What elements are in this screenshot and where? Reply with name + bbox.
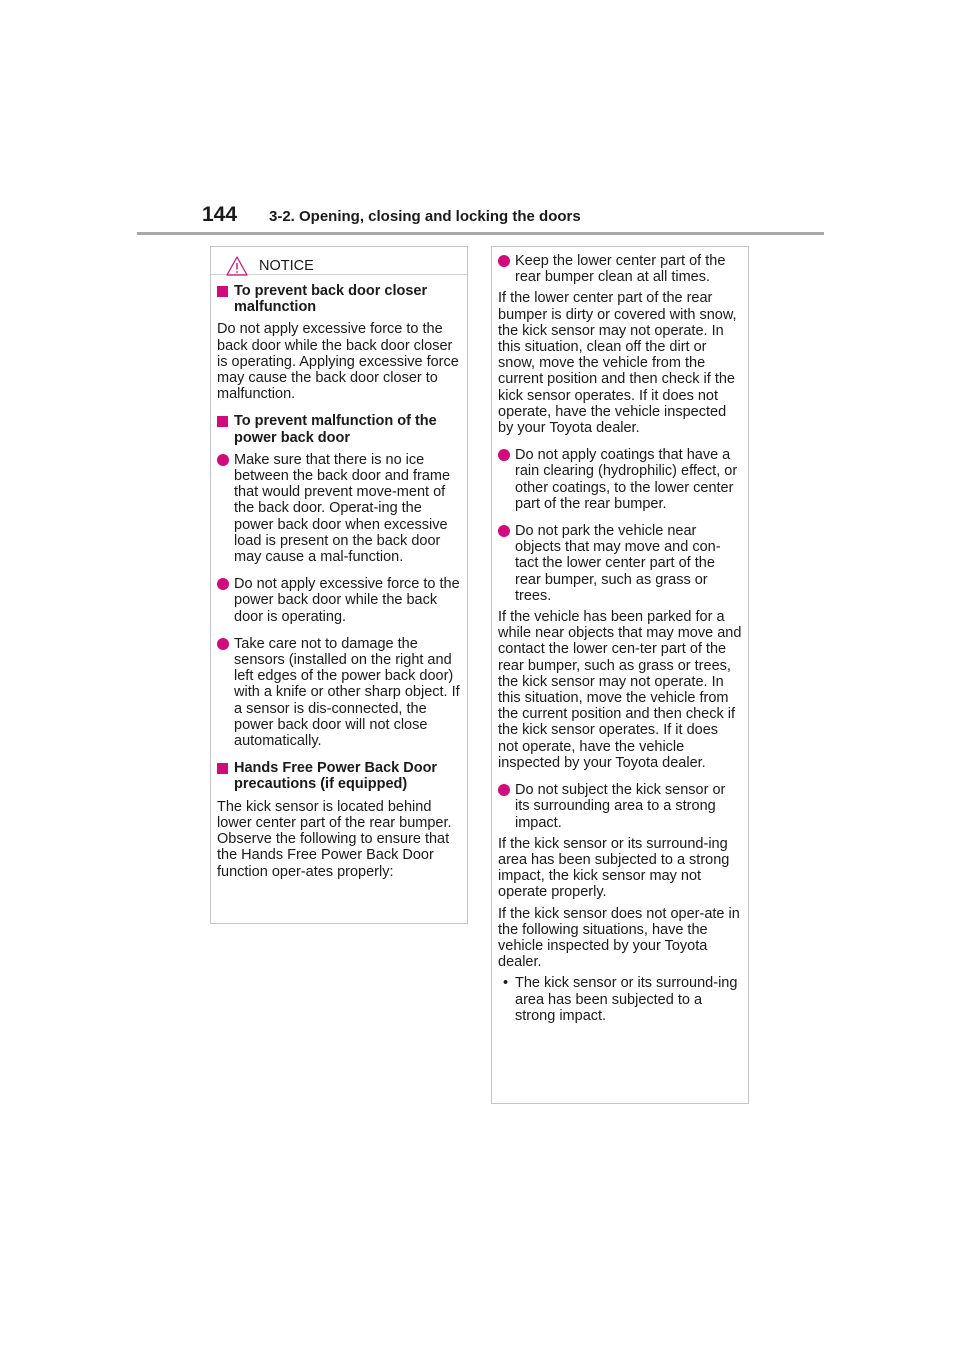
circle-bullet-icon: [498, 449, 510, 462]
bullet-item: Make sure that there is no ice between t…: [217, 452, 461, 565]
bullet-text: Make sure that there is no ice between t…: [234, 451, 451, 566]
subheading-text: To prevent back door closer malfunction: [234, 283, 428, 316]
notice-box-left: NOTICE To prevent back door closer malfu…: [210, 246, 468, 924]
subheading-text: Hands Free Power Back Door precautions (…: [234, 760, 438, 793]
circle-bullet-icon: [498, 255, 510, 267]
paragraph: Do not apply excessive force to the back…: [217, 321, 459, 403]
circle-bullet-icon: [217, 637, 229, 650]
bullet-item: Do not apply coatings that have a rain c…: [498, 447, 742, 512]
circle-bullet-icon: [217, 453, 229, 466]
bullet-text: Do not subject the kick sensor or its su…: [515, 782, 726, 831]
subheading: To prevent back door closer malfunction: [217, 283, 461, 315]
paragraph: If the kick sensor or its surround-ing a…: [498, 835, 730, 901]
bullet-item: Do not park the vehicle near objects tha…: [498, 523, 742, 604]
warning-triangle-icon: [226, 256, 248, 276]
page-number: 144: [202, 203, 238, 226]
bullet-text: Keep the lower center part of the rear b…: [515, 253, 726, 286]
dot-marker: •: [503, 975, 509, 992]
subheading: To prevent malfunction of the power back…: [217, 413, 461, 446]
bullet-text: Do not park the vehicle near objects tha…: [515, 523, 721, 604]
circle-bullet-icon: [498, 784, 510, 797]
notice-label: NOTICE: [259, 258, 314, 274]
paragraph: If the kick sensor does not oper-ate in …: [498, 905, 740, 971]
bullet-item: Do not subject the kick sensor or its su…: [498, 782, 742, 831]
list-item: • The kick sensor or its surround-ing ar…: [498, 975, 742, 1024]
header-rule: [137, 232, 824, 235]
bullet-text: Do not apply excessive force to the powe…: [234, 576, 460, 625]
square-bullet-icon: [217, 286, 228, 297]
bullet-text: Do not apply coatings that have a rain c…: [515, 447, 738, 512]
bullet-item: Keep the lower center part of the rear b…: [498, 253, 742, 285]
circle-bullet-icon: [217, 578, 229, 591]
bullet-text: Take care not to damage the sensors (ins…: [234, 635, 460, 750]
section-title: 3-2. Opening, closing and locking the do…: [269, 208, 581, 225]
list-item-text: The kick sensor or its surround-ing area…: [515, 975, 738, 1024]
subheading: Hands Free Power Back Door precautions (…: [217, 760, 461, 792]
subheading-text: To prevent malfunction of the power back…: [234, 413, 437, 446]
square-bullet-icon: [217, 763, 228, 775]
square-bullet-icon: [217, 416, 228, 428]
paragraph: The kick sensor is located behind lower …: [217, 798, 452, 880]
notice-header: NOTICE: [211, 252, 467, 276]
notice-box-right: Keep the lower center part of the rear b…: [491, 246, 749, 1104]
paragraph: If the vehicle has been parked for a whi…: [498, 609, 742, 771]
circle-bullet-icon: [498, 525, 510, 538]
bullet-item: Do not apply excessive force to the powe…: [217, 576, 461, 625]
bullet-item: Take care not to damage the sensors (ins…: [217, 636, 461, 749]
paragraph: If the lower center part of the rear bum…: [498, 290, 737, 437]
